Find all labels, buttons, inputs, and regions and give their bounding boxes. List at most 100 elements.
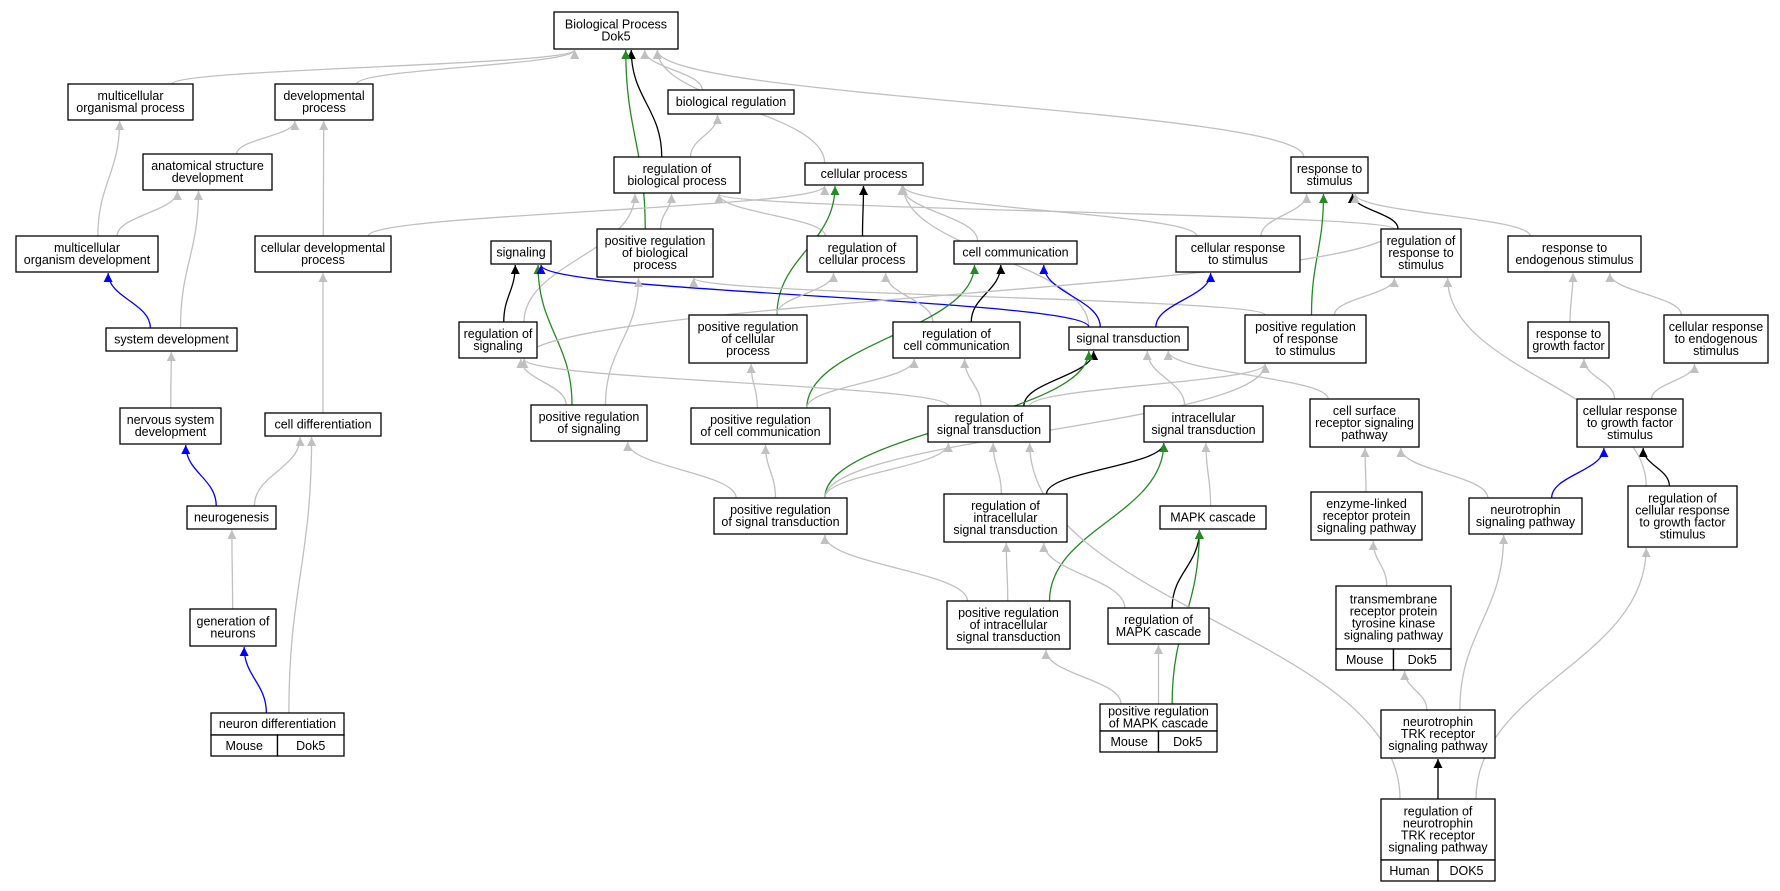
node-cd[interactable]: cell differentiation: [264, 412, 382, 437]
edge-line: [1260, 193, 1312, 237]
node-box: [67, 83, 194, 121]
edge-prist-to-ist: [1048, 442, 1169, 602]
edge-prst-to-prcc: [761, 444, 777, 499]
node-cp[interactable]: cellular process: [804, 162, 924, 186]
edge-line: [858, 185, 868, 237]
edge-rcc-to-rcp: [881, 272, 934, 323]
node-box: [1159, 505, 1267, 530]
node-box: [186, 505, 277, 530]
node-st[interactable]: signal transduction: [1068, 326, 1189, 351]
node-box: [1068, 326, 1189, 351]
node-label-line: regulation of: [464, 327, 533, 341]
edge-prcc-to-cc: [806, 264, 979, 409]
edge-rgf-to-res: [1568, 272, 1578, 323]
edge-prrs-to-rts: [1310, 193, 1328, 316]
species-tag-species: Human: [1380, 859, 1439, 882]
edge-line: [97, 120, 125, 237]
edge-crgf-to-cres: [1650, 363, 1699, 400]
node-box: [105, 327, 238, 352]
edge-line: [1163, 350, 1329, 400]
edge-prsig-to-prbp: [604, 277, 643, 406]
edge-line: [171, 49, 579, 85]
edge-line: [659, 193, 676, 230]
node-label-line: signal transduction: [1076, 332, 1180, 346]
edge-res-to-rts: [1350, 193, 1531, 237]
node-box: [1290, 156, 1369, 194]
node-sd[interactable]: system development: [105, 327, 238, 352]
node-box: [490, 240, 552, 265]
edge-prmapk-to-prist: [1041, 649, 1122, 705]
edge-prcc-to-rcc: [806, 358, 919, 409]
node-breg[interactable]: biological regulation: [667, 89, 795, 115]
tag-label: DOK5: [1449, 864, 1483, 878]
edge-line: [239, 646, 268, 714]
edge-line: [824, 442, 953, 499]
edge-line: [1001, 542, 1011, 602]
node-sig[interactable]: signaling: [490, 240, 552, 265]
node-label-line: TRK receptor: [1401, 727, 1475, 741]
node-cc[interactable]: cell communication: [953, 240, 1078, 265]
node-box: [1380, 709, 1496, 759]
node-label-line: positive regulation: [698, 320, 799, 334]
tag-label: Human: [1389, 864, 1429, 878]
edge-dp-to-bp: [356, 49, 580, 85]
node-mapk[interactable]: MAPK cascade: [1159, 505, 1267, 530]
node-label-line: of cell communication: [700, 425, 820, 439]
edge-cres-to-res: [1605, 272, 1682, 316]
node-box: [119, 407, 222, 445]
edge-line: [523, 193, 640, 323]
edge-line: [1579, 358, 1616, 400]
node-label-line: regulation of: [922, 327, 991, 341]
node-label-line: cell communication: [962, 246, 1068, 260]
edge-nsd-to-sd: [166, 351, 176, 409]
node-label-line: cellular process: [819, 253, 906, 267]
edge-breg-to-bp: [640, 49, 703, 91]
edge-line: [1155, 272, 1216, 328]
node-label-line: signal transduction: [953, 523, 1057, 537]
node-label-line: cellular response: [1635, 504, 1730, 518]
node-label-line: regulation of: [1648, 492, 1717, 506]
node-label-line: Dok5: [601, 30, 630, 44]
edge-line: [970, 264, 1006, 323]
node-ng[interactable]: neurogenesis: [186, 505, 277, 530]
